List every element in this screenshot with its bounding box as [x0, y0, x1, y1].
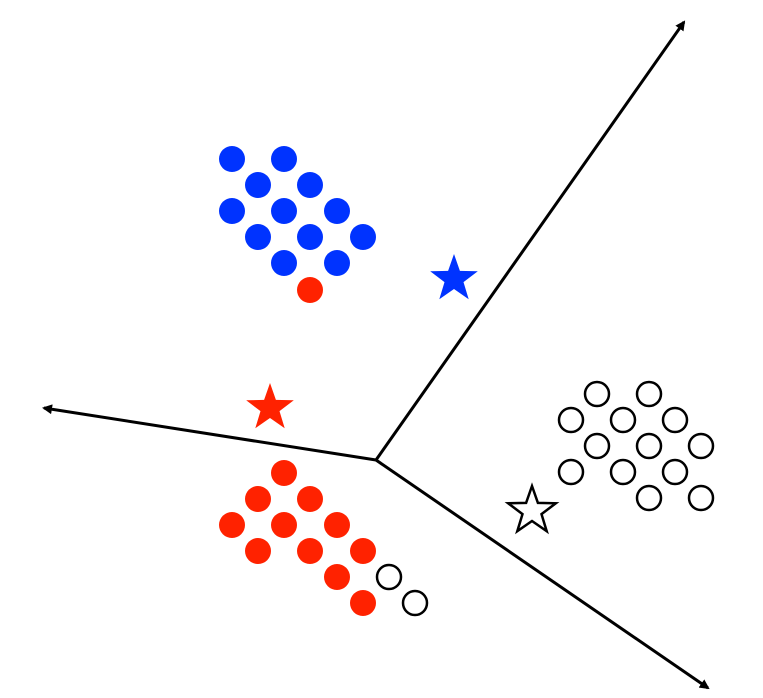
open-data-point [661, 458, 689, 486]
axis-left [42, 404, 377, 462]
open-data-point [687, 484, 715, 512]
open-data-point [583, 432, 611, 460]
red-data-point [324, 564, 350, 590]
open-data-point [661, 406, 689, 434]
open-outlier-point [375, 563, 403, 591]
open-data-point [609, 406, 637, 434]
red-data-point [350, 590, 376, 616]
open-data-point [635, 484, 663, 512]
red-data-point [271, 460, 297, 486]
red-data-point [350, 538, 376, 564]
open-data-point [583, 380, 611, 408]
red-data-point [219, 512, 245, 538]
open-data-point [687, 432, 715, 460]
axis-upper-right [374, 20, 686, 461]
blue-star-icon [430, 254, 478, 300]
axes [42, 20, 710, 690]
blue-data-point [271, 146, 297, 172]
open-data-point [557, 458, 585, 486]
blue-data-point [324, 198, 350, 224]
blue-data-point [245, 224, 271, 250]
open-data-point [635, 432, 663, 460]
blue-data-point [350, 224, 376, 250]
red-star-icon [246, 383, 294, 429]
open-data-point [609, 458, 637, 486]
blue-data-point [245, 172, 271, 198]
blue-data-point [271, 250, 297, 276]
open-outlier-point [401, 589, 429, 617]
red-data-point [297, 538, 323, 564]
red-data-point [297, 486, 323, 512]
blue-data-point [271, 198, 297, 224]
axis-lower-right [375, 458, 710, 690]
blue-data-point [297, 224, 323, 250]
prototype-stars [246, 254, 560, 535]
red-data-point [245, 538, 271, 564]
red-outlier-point [297, 277, 323, 303]
red-data-point [245, 486, 271, 512]
blue-data-point [219, 198, 245, 224]
points [219, 146, 715, 617]
open-data-point [635, 380, 663, 408]
blue-data-point [219, 146, 245, 172]
open-data-point [557, 406, 585, 434]
red-data-point [324, 512, 350, 538]
open-star-icon [504, 482, 560, 535]
blue-data-point [297, 172, 323, 198]
red-data-point [271, 512, 297, 538]
blue-data-point [324, 250, 350, 276]
